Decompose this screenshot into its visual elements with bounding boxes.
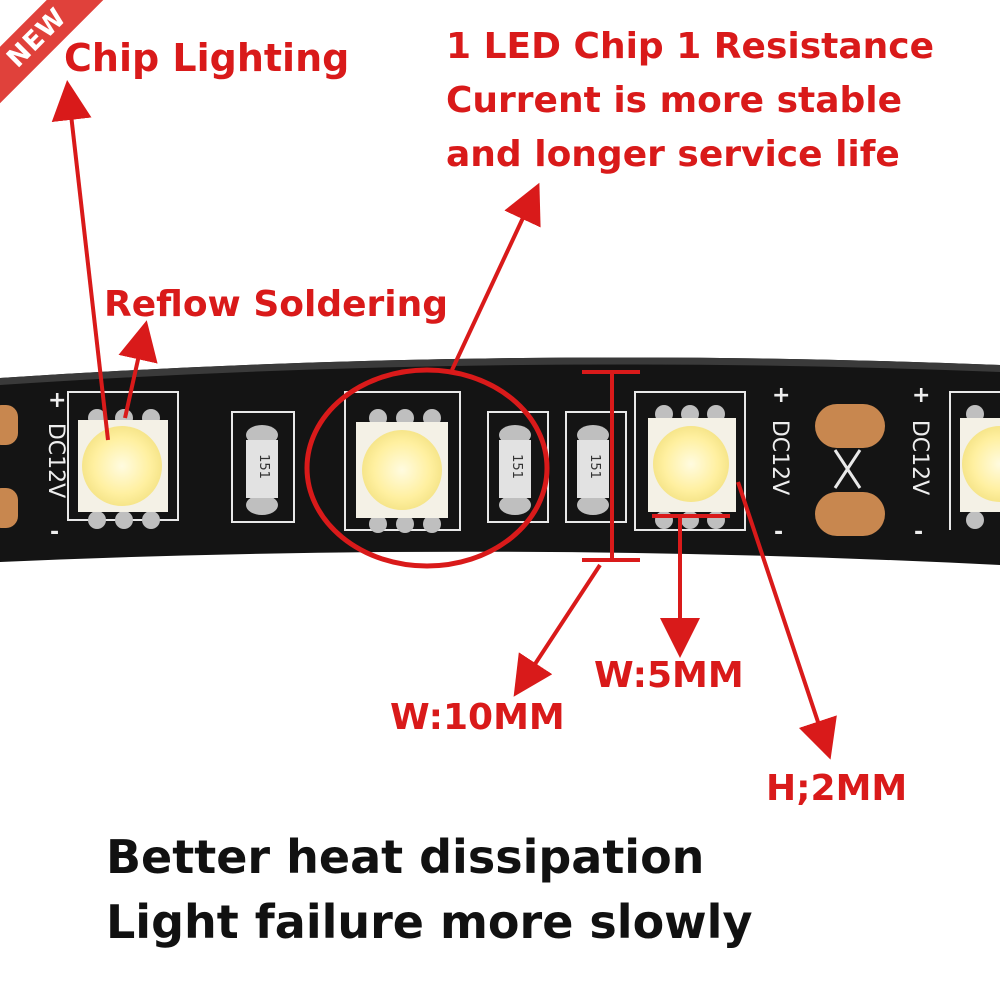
resistor-code: 151 [586, 454, 602, 479]
arrow-chip-lighting [51, 80, 110, 441]
width-strip-label: W:10MM [390, 697, 565, 738]
copper-pad [0, 405, 18, 445]
height-chip-label: H;2MM [766, 768, 908, 809]
footer-line-1: Better heat dissipation [106, 830, 705, 884]
chip-lighting-label: Chip Lighting [64, 36, 350, 80]
led-chip-4 [949, 391, 1000, 530]
highlight-circle [304, 367, 550, 569]
width-chip-label: W:5MM [594, 655, 744, 696]
copper-pad [0, 488, 18, 528]
resistor-1 [231, 411, 295, 523]
strip-highlight [0, 357, 1000, 385]
resistance-line-1: 1 LED Chip 1 Resistance [446, 26, 935, 67]
strip-minus-sign: - [914, 520, 924, 545]
led-chip-1 [67, 391, 179, 529]
led-chip-2 [344, 391, 461, 533]
cut-pads [815, 404, 885, 536]
resistance-line-2: Current is more stable [446, 80, 903, 121]
strip-minus-sign: - [774, 520, 784, 545]
strip-plus-sign: + [912, 383, 931, 408]
strip-minus-sign: - [50, 520, 60, 545]
resistor-code: 151 [255, 454, 271, 479]
footer-line-2: Light failure more slowly [106, 895, 753, 949]
resistance-line-3: and longer service life [446, 134, 900, 175]
strip-plus-sign: + [772, 383, 791, 408]
arrow-width-strip [513, 563, 602, 697]
arrow-reflow [118, 320, 158, 419]
led-chip-3 [634, 391, 746, 531]
strip-voltage-label: DC12V [43, 422, 69, 499]
resistor-3 [565, 411, 627, 523]
strip-voltage-label: DC12V [767, 419, 793, 496]
arrow-resistance [450, 182, 541, 371]
width-bracket [582, 370, 640, 562]
resistor-code: 151 [508, 454, 524, 479]
strip-voltage-label: DC12V [907, 419, 933, 496]
reflow-soldering-label: Reflow Soldering [104, 284, 449, 325]
strip-plus-sign: + [48, 388, 67, 413]
arrow-height-chip [736, 481, 837, 760]
